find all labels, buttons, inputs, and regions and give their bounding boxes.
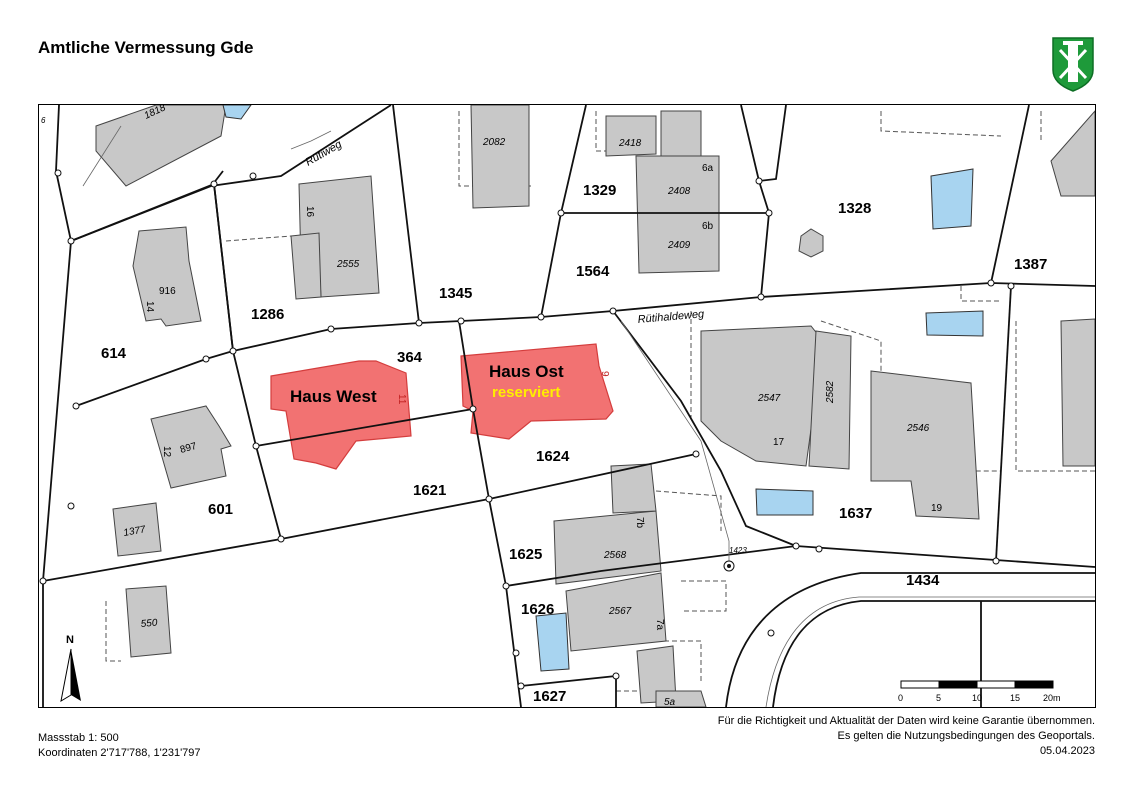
footer-right: Für die Richtigkeit und Aktualität der D… xyxy=(718,714,1095,759)
svg-text:2567: 2567 xyxy=(608,606,632,617)
svg-text:1377: 1377 xyxy=(123,524,147,539)
svg-text:1286: 1286 xyxy=(251,306,284,323)
vertex-points xyxy=(39,169,1015,690)
svg-text:2418: 2418 xyxy=(618,138,642,149)
svg-text:601: 601 xyxy=(208,501,233,518)
pools xyxy=(222,105,984,672)
page-title: Amtliche Vermessung Gde xyxy=(38,38,254,57)
svg-text:19: 19 xyxy=(931,503,943,514)
haus-west-area[interactable] xyxy=(270,360,412,470)
reserviert-label: reserviert xyxy=(492,384,560,401)
house-number-label: 6 xyxy=(41,116,46,125)
footer-left: Massstab 1: 500 Koordinaten 2'717'788, 1… xyxy=(38,731,201,761)
svg-text:2409: 2409 xyxy=(667,240,691,251)
svg-text:2547: 2547 xyxy=(757,393,781,404)
svg-text:1621: 1621 xyxy=(413,482,446,499)
date-text: 05.04.2023 xyxy=(1039,745,1095,757)
svg-text:11: 11 xyxy=(396,394,407,405)
house-number-labels: 916 897 16 14 12 6a 6b 17 19 7b 7a xyxy=(144,163,943,631)
svg-text:16: 16 xyxy=(304,206,315,218)
svg-text:916: 916 xyxy=(159,286,176,297)
svg-text:15: 15 xyxy=(1010,693,1020,703)
scale-text: Massstab 1: 500 xyxy=(38,732,119,744)
svg-text:897: 897 xyxy=(179,441,198,456)
svg-text:2568: 2568 xyxy=(603,550,627,561)
svg-text:1625: 1625 xyxy=(509,546,542,563)
svg-text:6b: 6b xyxy=(702,221,714,232)
svg-text:20m: 20m xyxy=(1043,693,1061,703)
haus-ost-label: Haus Ost xyxy=(489,362,564,381)
svg-text:614: 614 xyxy=(101,345,127,362)
svg-text:17: 17 xyxy=(773,437,785,448)
svg-text:7a: 7a xyxy=(654,619,665,631)
map-canvas[interactable]: 1286 614 364 1345 1329 1564 1328 1387 60… xyxy=(39,105,1095,707)
svg-text:N: N xyxy=(66,634,74,646)
svg-text:5: 5 xyxy=(936,693,941,703)
canton-crest-icon xyxy=(1052,37,1094,92)
scalebar: 0 5 10 15 20m xyxy=(898,680,1061,703)
coordinates-text: Koordinaten 2'717'788, 1'231'797 xyxy=(38,747,201,759)
street-label-ruetihaldeweg: Rütihaldeweg xyxy=(637,308,705,326)
svg-text:5a: 5a xyxy=(664,697,676,707)
svg-text:364: 364 xyxy=(397,349,423,366)
svg-text:550: 550 xyxy=(140,618,158,630)
svg-text:14: 14 xyxy=(144,301,155,313)
north-arrow-icon: N xyxy=(60,634,81,703)
svg-text:1637: 1637 xyxy=(839,505,872,522)
cadastral-map[interactable]: 1286 614 364 1345 1329 1564 1328 1387 60… xyxy=(38,104,1096,708)
buildings xyxy=(95,105,1095,707)
svg-text:1329: 1329 xyxy=(583,182,616,199)
svg-text:2408: 2408 xyxy=(667,186,691,197)
road-curves xyxy=(725,572,1095,707)
thin-lines xyxy=(82,125,730,561)
svg-text:1434: 1434 xyxy=(906,572,940,589)
svg-text:2546: 2546 xyxy=(906,423,930,434)
svg-text:6a: 6a xyxy=(702,163,714,174)
terms-text: Es gelten die Nutzungsbedingungen des Ge… xyxy=(837,730,1095,742)
svg-text:1624: 1624 xyxy=(536,448,570,465)
svg-text:9: 9 xyxy=(599,371,610,377)
svg-text:2082: 2082 xyxy=(482,137,506,148)
svg-text:2555: 2555 xyxy=(336,259,360,270)
svg-text:10: 10 xyxy=(972,693,982,703)
parcel-labels: 1286 614 364 1345 1329 1564 1328 1387 60… xyxy=(101,182,1047,705)
haus-west-label: Haus West xyxy=(290,387,377,406)
svg-text:7b: 7b xyxy=(634,517,645,529)
svg-text:12: 12 xyxy=(161,446,172,458)
svg-text:1387: 1387 xyxy=(1014,256,1047,273)
disclaimer-text: Für die Richtigkeit und Aktualität der D… xyxy=(717,715,1095,727)
svg-text:1345: 1345 xyxy=(439,285,472,302)
building-labels: 1818 2082 2418 2408 2409 2555 2547 2546 … xyxy=(123,105,930,707)
red-house-numbers: 11 9 xyxy=(396,371,610,405)
point-label: 1423 xyxy=(729,546,747,555)
svg-text:1564: 1564 xyxy=(576,263,610,280)
svg-text:0: 0 xyxy=(898,693,903,703)
svg-text:1627: 1627 xyxy=(533,688,566,705)
svg-text:1328: 1328 xyxy=(838,200,871,217)
svg-text:1626: 1626 xyxy=(521,601,554,618)
svg-text:2582: 2582 xyxy=(825,380,836,404)
